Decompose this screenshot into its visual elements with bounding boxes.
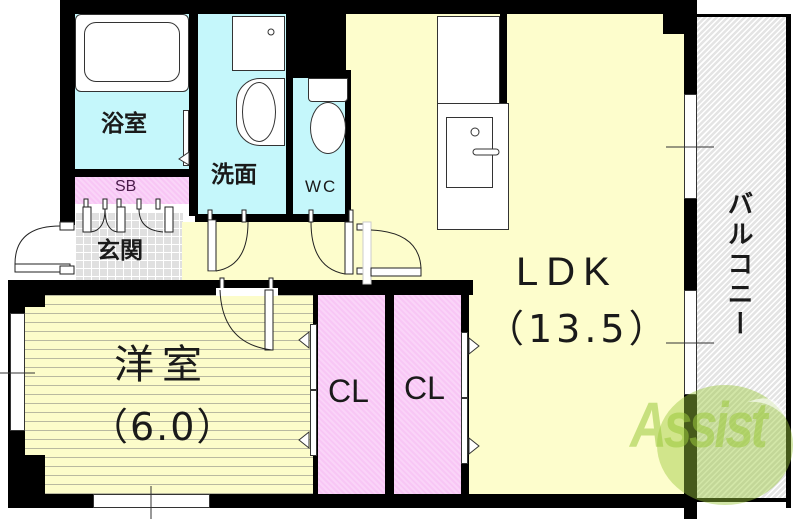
closet-1-door-hinge-icon: [298, 330, 310, 450]
shoe-box-label: SB: [115, 178, 137, 195]
bath-door[interactable]: [183, 110, 189, 166]
wash-basin-bowl: [242, 82, 276, 142]
window-mark-ldk-upper: [666, 146, 714, 148]
wall-ldk-corner: [663, 0, 697, 34]
closet-1-door-upper[interactable]: [310, 324, 317, 390]
washroom-label: 洗面: [211, 162, 257, 188]
closet-1-label: CL: [328, 373, 369, 409]
balcony-label: バルコニー: [723, 190, 753, 340]
balcony-rail-top: [697, 14, 787, 17]
closet-2-label: CL: [404, 370, 445, 406]
closet-2-door-upper[interactable]: [461, 332, 468, 398]
ldk-size: （13.5）: [486, 307, 671, 351]
faucet-icon: [470, 127, 500, 156]
wc-door[interactable]: [305, 208, 365, 278]
wall-left-upper: [60, 0, 75, 225]
closet-1-area: [318, 293, 385, 494]
wall-western-corner-bl: [25, 455, 45, 495]
wall-western-top: [8, 280, 473, 295]
ldk-door[interactable]: [355, 221, 425, 285]
balcony-area: [697, 16, 787, 500]
western-room-door[interactable]: [212, 274, 282, 354]
wall-top: [60, 0, 697, 14]
shoe-box-doors[interactable]: [75, 195, 189, 245]
wall-wash-wc: [286, 14, 293, 222]
drain-icon: [267, 28, 275, 36]
toilet-bowl: [310, 102, 346, 154]
window-mark-ldk-lower: [666, 342, 714, 344]
closet-2-door-lower[interactable]: [461, 398, 468, 464]
wall-wet-bottom: [195, 214, 351, 222]
western-room-window-left: [10, 313, 25, 431]
window-mark-left: [0, 372, 35, 374]
wall-closet-mid: [385, 293, 394, 495]
wall-bath-wash: [189, 0, 198, 216]
toilet-label: WC: [305, 177, 338, 196]
washroom-door[interactable]: [200, 208, 260, 278]
western-room-label: 洋室: [114, 342, 210, 388]
closet-1-door-lower[interactable]: [310, 390, 317, 456]
closet-2-area: [394, 293, 461, 494]
western-room-size: （6.0）: [90, 405, 237, 449]
bathtub-inner: [84, 22, 180, 82]
balcony-rail-right: [786, 14, 791, 508]
bathroom-label: 浴室: [101, 111, 147, 137]
wall-bath-bottom: [75, 169, 191, 177]
wall-kitchen-partition: [500, 14, 507, 104]
window-mark-bottom: [150, 486, 152, 519]
washing-machine-pan: [232, 16, 285, 71]
wall-western-corner-tl: [25, 295, 45, 307]
entrance-label: 玄関: [97, 238, 143, 264]
toilet-tank: [308, 78, 348, 102]
bath-door-hinge-icon: [178, 151, 190, 166]
ldk-label: LDK: [516, 250, 618, 294]
closet-2-door-hinge-icon: [468, 336, 480, 456]
entrance-door[interactable]: [12, 221, 75, 280]
assist-watermark-text: Assist: [630, 389, 768, 461]
balcony-rail-bottom: [697, 498, 791, 502]
wall-wc-right: [345, 70, 351, 222]
shoe-box-area: [75, 177, 189, 204]
wall-wc-top: [286, 14, 346, 78]
assist-watermark-logo: [657, 385, 793, 505]
